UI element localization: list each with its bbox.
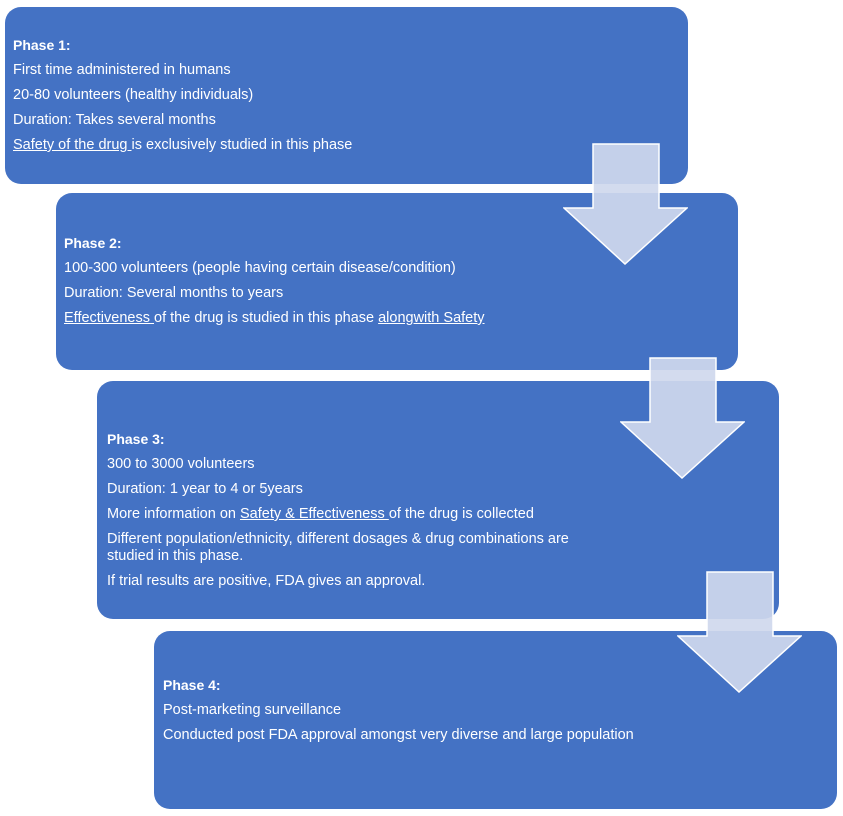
phase-3-line-1: 300 to 3000 volunteers [107, 456, 255, 472]
phase-1-title: Phase 1: [13, 37, 71, 53]
phase-2-effectiveness-mid: of the drug is studied in this phase [154, 310, 379, 326]
phase-3-line-5: If trial results are positive, FDA gives… [107, 573, 426, 589]
phase-2-safety-underlined: alongwith Safety [378, 310, 485, 326]
phase-2-line-1: 100-300 volunteers (people having certai… [64, 260, 456, 276]
down-arrow-3-icon [677, 571, 802, 693]
phase-2-line-2: Duration: Several months to years [64, 285, 284, 301]
phase-3-info-post: of the drug is collected [388, 506, 534, 522]
phase-4-title: Phase 4: [163, 677, 221, 693]
phase-3-info-pre: More information on [107, 506, 240, 522]
phase-2-title: Phase 2: [64, 235, 122, 251]
phase-4-line-2: Conducted post FDA approval amongst very… [163, 727, 634, 743]
phase-2-line-3: Effectiveness of the drug is studied in … [64, 310, 738, 327]
phase-1-line-2: 20-80 volunteers (healthy individuals) [13, 87, 254, 103]
phase-4-line-1: Post-marketing surveillance [163, 702, 342, 718]
phase-2-effectiveness-underlined: Effectiveness [64, 310, 155, 326]
phase-3-title: Phase 3: [107, 431, 165, 447]
phase-3-box: Phase 3: 300 to 3000 volunteers Duration… [97, 381, 779, 619]
phase-3-line-4: Different population/ethnicity, differen… [107, 531, 569, 564]
phase-3-line-2: Duration: 1 year to 4 or 5years [107, 481, 303, 497]
phase-1-line-3: Duration: Takes several months [13, 112, 216, 128]
phase-1-box: Phase 1: First time administered in huma… [5, 7, 688, 184]
phase-3-info-underlined: Safety & Effectiveness [239, 506, 389, 522]
phase-1-line-4: Safety of the drug is exclusively studie… [13, 137, 688, 154]
phase-1-safety-underlined: Safety of the drug [13, 137, 132, 153]
phase-2-box: Phase 2: 100-300 volunteers (people havi… [56, 193, 738, 370]
phase-3-line-3: More information on Safety & Effectivene… [107, 506, 779, 523]
phase-1-line-1: First time administered in humans [13, 62, 231, 78]
down-arrow-2-icon [620, 357, 745, 479]
phase-1-safety-rest: is exclusively studied in this phase [131, 137, 353, 153]
down-arrow-1-icon [563, 143, 688, 265]
